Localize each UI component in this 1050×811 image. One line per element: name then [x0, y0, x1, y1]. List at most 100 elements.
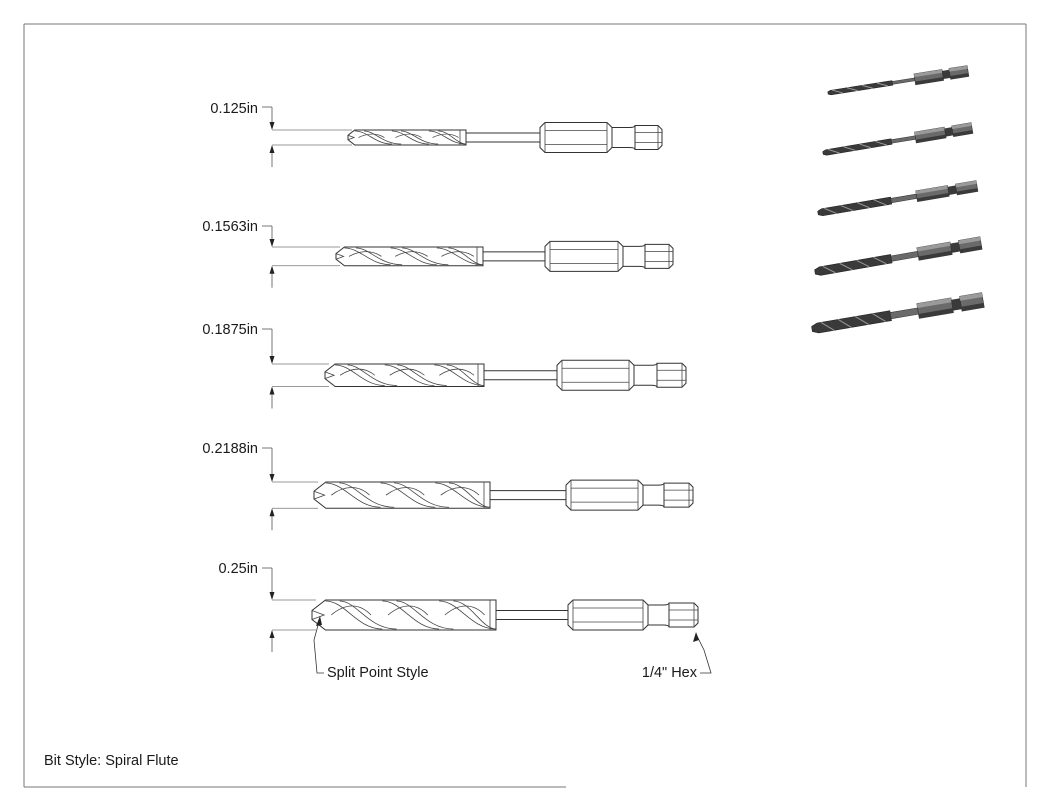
flute-edge: [344, 247, 391, 266]
iso-flute-highlight: [837, 319, 852, 328]
iso-flutes: [817, 196, 893, 217]
iso-flutes: [814, 254, 893, 276]
flute-edge: [436, 247, 484, 266]
iso-flute-highlight: [820, 321, 835, 331]
flute-edge: [391, 130, 429, 145]
flute-land: [339, 482, 395, 508]
iso-flute-highlight: [857, 202, 870, 209]
iso-tail-face-top: [951, 122, 972, 130]
bit-5-size-label: 0.25in: [218, 561, 258, 577]
iso-hex-face-top: [916, 241, 951, 252]
iso-flute-highlight: [872, 313, 887, 322]
iso-hex-face-top: [915, 185, 949, 195]
flute-land: [402, 247, 449, 266]
flute-land: [397, 364, 447, 386]
isometric-bit-4: [814, 236, 983, 276]
iso-hex-face-bottom: [918, 250, 953, 261]
bit-3-size-label: 0.1875in: [202, 322, 258, 338]
flute-groove: [339, 368, 376, 376]
flute-land: [446, 364, 485, 386]
flute-edge: [439, 600, 497, 630]
hex-shank-body: [539, 122, 613, 153]
flute-groove: [395, 251, 428, 257]
dimension-arrow-upper: [269, 122, 275, 130]
iso-tail-face-bottom: [950, 73, 969, 80]
flute-land: [363, 130, 402, 145]
flute-groove: [387, 605, 429, 616]
flute-land: [394, 482, 449, 508]
iso-hex-face-bottom: [918, 308, 954, 319]
drill-bit-3: [324, 359, 687, 391]
bit-2-size-label: 0.1563in: [202, 219, 258, 235]
drill-bit-views: [311, 122, 699, 631]
iso-hex-face-top: [914, 127, 945, 136]
iso-flute-highlight: [873, 199, 887, 206]
iso-flutes: [811, 310, 892, 334]
flute-groove: [441, 251, 474, 257]
iso-flute-highlight: [873, 256, 887, 265]
iso-hex-face-bottom: [916, 193, 950, 202]
flute-edge: [354, 130, 392, 145]
bit-4-size-label: 0.2188in: [202, 441, 258, 457]
iso-flute-highlight: [831, 89, 843, 94]
isometric-bit-body: [827, 65, 970, 96]
iso-tail-face-bottom: [956, 188, 978, 195]
iso-flute-highlight: [824, 207, 837, 214]
iso-shank: [890, 251, 919, 262]
iso-flutes: [827, 80, 894, 96]
flute-land: [347, 364, 398, 386]
hex-leader: [695, 633, 712, 674]
flute-edge: [325, 600, 383, 630]
bit-style-note: Bit Style: Spiral Flute: [44, 753, 179, 769]
flute-edge: [428, 130, 467, 145]
flute-edge: [384, 364, 435, 386]
iso-hex-face-top: [913, 69, 943, 78]
hex-shank-body: [567, 599, 649, 631]
iso-shank: [889, 307, 919, 320]
dimension-arrow-lower: [269, 265, 275, 274]
flute-edge: [380, 482, 436, 508]
round-shank: [489, 490, 567, 501]
bit-4-dimension: [262, 447, 318, 531]
flute-land: [401, 130, 439, 145]
drill-bit-2: [335, 240, 674, 272]
flute-body-outline: [324, 363, 485, 387]
iso-flute-highlight: [856, 259, 870, 268]
iso-hex-face-top: [916, 297, 952, 309]
callout-leaders: [313, 616, 712, 674]
hex-arrow: [693, 632, 699, 642]
isometric-bit-3: [817, 180, 979, 217]
round-shank: [465, 132, 541, 143]
dimension-arrow-lower: [269, 508, 275, 517]
flute-land: [396, 600, 454, 630]
iso-shank: [890, 135, 916, 144]
flute-edge: [435, 482, 491, 508]
flute-groove: [330, 605, 372, 616]
split-point-detail: [335, 253, 345, 260]
iso-flute-highlight: [843, 146, 856, 151]
dimension-arrow-lower: [269, 145, 275, 153]
drill-bit-1: [347, 122, 663, 153]
dimension-arrow-upper: [269, 239, 275, 247]
iso-flute-highlight: [827, 148, 840, 154]
hex-shank-callout-text: 1/4" Hex: [642, 665, 698, 681]
flute-groove: [444, 605, 485, 616]
flute-groove: [331, 487, 370, 496]
split-point-callout-text: Split Point Style: [327, 665, 429, 681]
iso-shank: [890, 193, 918, 204]
detent-groove: [612, 125, 636, 150]
iso-tail-face-bottom: [961, 302, 985, 312]
iso-tail-face-bottom: [952, 130, 973, 137]
iso-tail-face-top: [955, 180, 977, 188]
flute-land: [453, 600, 497, 630]
flute-land: [448, 247, 484, 266]
flute-edge: [390, 247, 437, 266]
isometric-bit-body: [817, 180, 979, 217]
drill-bit-5: [311, 599, 699, 631]
bit-2-dimension: [262, 225, 340, 288]
dimension-arrow-upper: [269, 592, 275, 600]
iso-flute-highlight: [875, 140, 887, 146]
flute-groove: [432, 133, 459, 138]
flute-groove: [348, 251, 382, 257]
